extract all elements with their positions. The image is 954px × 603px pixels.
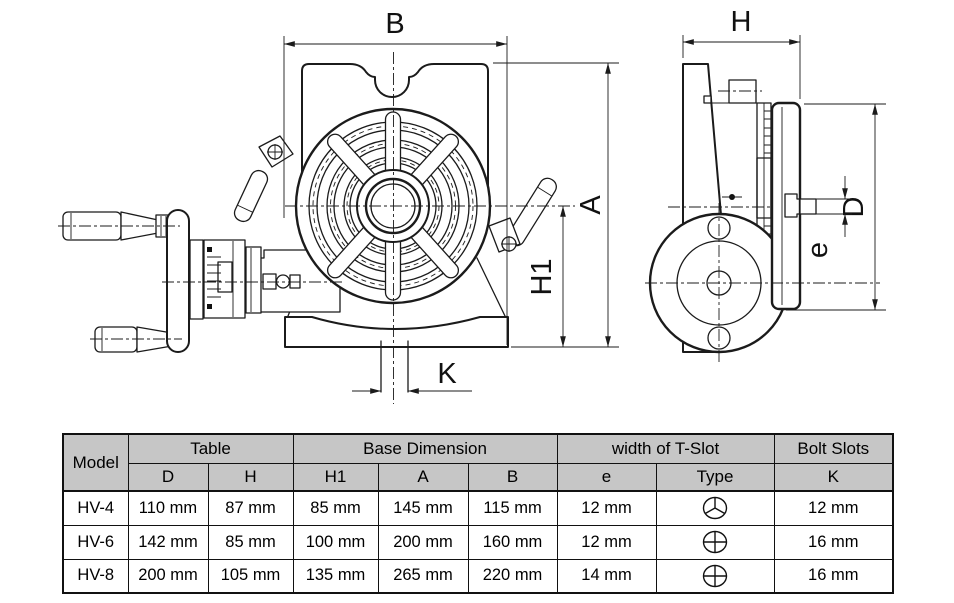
t-slot-type-3-slot-icon bbox=[702, 497, 728, 520]
handwheel-assembly bbox=[62, 209, 301, 353]
dim-label-A: A bbox=[575, 195, 607, 215]
cell-h1: 135 mm bbox=[292, 558, 379, 594]
dimensions-front: B A H1 K bbox=[283, 8, 619, 394]
front-view: B A H1 K bbox=[58, 8, 619, 404]
side-view: H D e bbox=[645, 6, 886, 362]
col-group-bolt-slots: Bolt Slots bbox=[773, 433, 894, 464]
spec-table-container: Model Table Base Dimension width of T-Sl… bbox=[62, 433, 895, 594]
clamp-lever-left bbox=[233, 135, 294, 223]
cell-e: 14 mm bbox=[556, 558, 657, 594]
col-group-base-dimension: Base Dimension bbox=[292, 433, 558, 464]
cell-h: 85 mm bbox=[207, 524, 294, 560]
cell-model: HV-8 bbox=[62, 558, 129, 594]
sub-header-h: H bbox=[207, 463, 294, 492]
cell-d: 200 mm bbox=[127, 558, 209, 594]
dim-label-H: H bbox=[731, 6, 752, 38]
dimensions-side: H D e bbox=[682, 6, 886, 311]
centerlines-front bbox=[58, 52, 575, 404]
cell-type bbox=[655, 558, 775, 594]
sub-header-b: B bbox=[467, 463, 558, 492]
sub-header-a: A bbox=[377, 463, 469, 492]
col-group-table: Table bbox=[127, 433, 294, 464]
cell-d: 142 mm bbox=[127, 524, 209, 560]
radial-slots bbox=[326, 111, 460, 301]
cell-type bbox=[655, 524, 775, 560]
table-row-hv4: HV-4 110 mm 87 mm 85 mm 145 mm 115 mm 12… bbox=[62, 490, 894, 526]
cell-type bbox=[655, 490, 775, 526]
handwheel-grip-top bbox=[62, 211, 122, 241]
sub-header-d: D bbox=[127, 463, 209, 492]
dim-label-e: e bbox=[802, 242, 834, 258]
lock-pin-tip bbox=[289, 274, 301, 289]
cell-k: 12 mm bbox=[773, 490, 894, 526]
sub-header-k: K bbox=[773, 463, 894, 492]
sub-header-h1: H1 bbox=[292, 463, 379, 492]
cell-h1: 85 mm bbox=[292, 490, 379, 526]
col-header-model: Model bbox=[62, 433, 129, 492]
dial-bushing bbox=[245, 246, 262, 314]
t-slot-type-4-slot-icon bbox=[702, 564, 728, 587]
dim-label-K: K bbox=[437, 358, 457, 390]
body-tab bbox=[703, 95, 712, 104]
base-plate bbox=[284, 316, 509, 348]
cell-h: 87 mm bbox=[207, 490, 294, 526]
cell-a: 265 mm bbox=[377, 558, 469, 594]
dim-label-H1: H1 bbox=[526, 258, 558, 295]
cell-model: HV-4 bbox=[62, 490, 129, 526]
side-clamp-block bbox=[728, 79, 757, 104]
table-row-hv8: HV-8 200 mm 105 mm 135 mm 265 mm 220 mm … bbox=[62, 558, 894, 594]
cell-k: 16 mm bbox=[773, 524, 894, 560]
cell-a: 200 mm bbox=[377, 524, 469, 560]
handwheel-grip-bottom bbox=[94, 326, 138, 353]
cell-b: 115 mm bbox=[467, 490, 558, 526]
lock-pin-bar bbox=[262, 273, 277, 290]
spec-table: Model Table Base Dimension width of T-Sl… bbox=[62, 433, 895, 594]
t-slot-type-4-slot-icon bbox=[702, 530, 728, 554]
t-slot-stud bbox=[799, 198, 817, 215]
cell-h1: 100 mm bbox=[292, 524, 379, 560]
cell-d: 110 mm bbox=[127, 490, 209, 526]
sub-header-e: e bbox=[556, 463, 657, 492]
dim-label-B: B bbox=[385, 8, 404, 40]
cell-a: 145 mm bbox=[377, 490, 469, 526]
sub-header-type: Type bbox=[655, 463, 775, 492]
knurled-ring bbox=[189, 239, 204, 320]
table-disc-edge bbox=[770, 101, 802, 311]
centerlines-side bbox=[645, 90, 880, 362]
cell-e: 12 mm bbox=[556, 490, 657, 526]
crank-plate bbox=[166, 209, 190, 353]
cell-h: 105 mm bbox=[207, 558, 294, 594]
dial-vernier-band bbox=[217, 261, 233, 293]
cell-e: 12 mm bbox=[556, 524, 657, 560]
base-lug bbox=[380, 340, 409, 393]
technical-drawing: B A H1 K bbox=[58, 6, 886, 404]
t-slot-section bbox=[784, 193, 801, 218]
cell-b: 220 mm bbox=[467, 558, 558, 594]
cell-k: 16 mm bbox=[773, 558, 894, 594]
cell-model: HV-6 bbox=[62, 524, 129, 560]
cell-b: 160 mm bbox=[467, 524, 558, 560]
col-group-t-slot-width: width of T-Slot bbox=[556, 433, 775, 464]
lock-pin-knob bbox=[275, 274, 291, 289]
clamp-lever-right bbox=[488, 177, 557, 253]
table-row-hv6: HV-6 142 mm 85 mm 100 mm 200 mm 160 mm 1… bbox=[62, 524, 894, 560]
dim-label-D: D bbox=[838, 197, 870, 218]
